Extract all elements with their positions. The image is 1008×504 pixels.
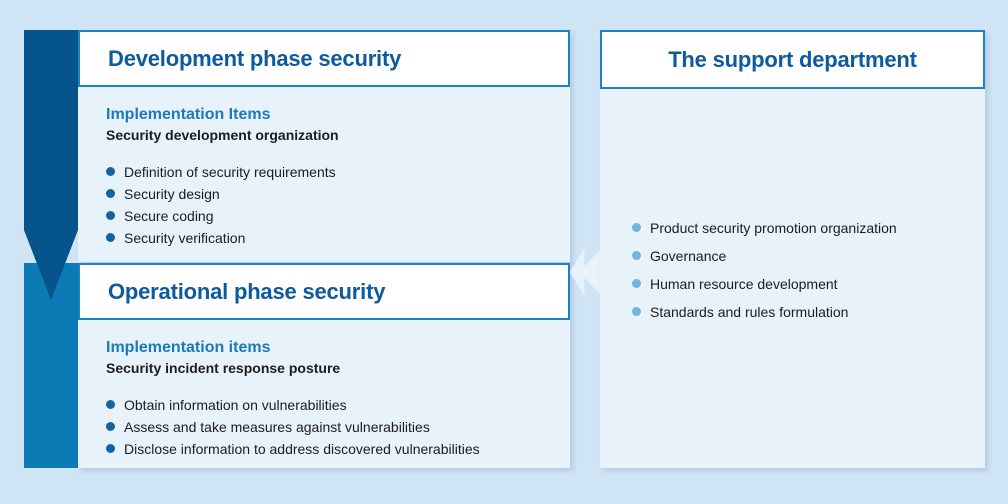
bullet-dot-icon [106, 232, 115, 242]
list-item-label: Secure coding [124, 207, 214, 224]
header-operational-phase-security: Operational phase security [78, 263, 570, 320]
list-item-label: Obtain information on vulnerabilities [124, 396, 347, 413]
bullet-dot-icon [106, 421, 115, 431]
list-item-label: Assess and take measures against vulnera… [124, 418, 430, 435]
list-item-label: Governance [650, 248, 727, 264]
subtitle-security-development-organization: Security development organization [106, 127, 339, 143]
bullet-dot-icon [106, 188, 115, 198]
subtitle-security-incident-response-posture: Security incident response posture [106, 360, 341, 376]
list-item-label: Security verification [124, 229, 246, 246]
bullet-dot-icon [106, 210, 115, 220]
header-development-phase-security: Development phase security [78, 30, 570, 87]
body-support-department: Product security promotion organization … [600, 89, 985, 468]
kicker-implementation-items-operational: Implementation items [106, 339, 271, 356]
header-support-department: The support department [600, 30, 985, 89]
bullet-dot-icon [632, 279, 641, 288]
body-development-phase-security: Implementation Items Security developmen… [78, 87, 570, 262]
bullet-dot-icon [106, 443, 115, 453]
body-operational-phase-security: Implementation items Security incident r… [78, 320, 570, 468]
bullet-dot-icon [632, 307, 641, 316]
list-item: Governance [632, 242, 985, 270]
title-operational-phase-security: Operational phase security [108, 278, 386, 304]
list-item: Standards and rules formulation [632, 298, 985, 326]
kicker-implementation-items-development: Implementation Items [106, 106, 271, 123]
bullet-dot-icon [106, 399, 115, 409]
list-item: Disclose information to address discover… [106, 438, 570, 460]
development-phase-arrow [24, 30, 78, 300]
list-item: Security design [106, 183, 570, 205]
list-item: Obtain information on vulnerabilities [106, 394, 570, 416]
list-item: Definition of security requirements [106, 161, 570, 183]
bullet-dot-icon [632, 223, 641, 232]
bullet-dot-icon [632, 251, 641, 260]
list-item: Product security promotion organization [632, 214, 985, 242]
list-item-label: Disclose information to address discover… [124, 440, 480, 457]
list-item: Secure coding [106, 205, 570, 227]
card-support-department [600, 30, 985, 468]
bullet-list-support: Product security promotion organization … [632, 214, 985, 326]
title-support-department: The support department [668, 46, 917, 72]
list-item: Security verification [106, 227, 570, 249]
bullet-list-operational: Obtain information on vulnerabilities As… [106, 394, 570, 460]
list-item-label: Product security promotion organization [650, 220, 897, 236]
bullet-list-development: Definition of security requirements Secu… [106, 161, 570, 249]
list-item: Assess and take measures against vulnera… [106, 416, 570, 438]
list-item-label: Security design [124, 185, 220, 202]
list-item-label: Definition of security requirements [124, 163, 336, 180]
list-item-label: Standards and rules formulation [650, 304, 849, 320]
bullet-dot-icon [106, 166, 115, 176]
list-item-label: Human resource development [650, 276, 838, 292]
list-item: Human resource development [632, 270, 985, 298]
chevron-left-icon [570, 248, 602, 296]
title-development-phase-security: Development phase security [108, 45, 402, 71]
